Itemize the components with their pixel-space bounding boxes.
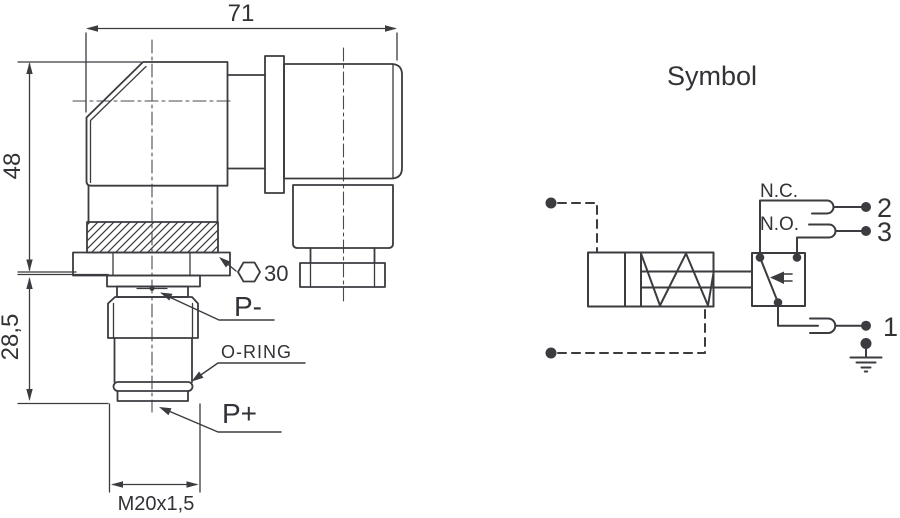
arrowhead	[219, 257, 231, 268]
flange-plate	[264, 55, 285, 194]
terminal-dot	[861, 320, 871, 331]
connector-neck	[226, 74, 266, 170]
oring-groove	[112, 381, 194, 392]
dimension-28-5: 28,5	[0, 273, 109, 405]
dimension-71: 71	[85, 0, 398, 113]
cable-gland	[292, 184, 394, 288]
cable-housing	[283, 63, 403, 180]
arrowhead	[26, 259, 33, 272]
dim-71-value: 71	[228, 0, 255, 27]
arrowhead	[86, 25, 98, 32]
common-branch: 1	[777, 301, 898, 342]
dimension-m20: M20x1,5	[108, 403, 201, 515]
arrowhead	[26, 277, 33, 289]
arrowhead	[111, 481, 123, 488]
arrowhead	[160, 292, 173, 301]
contact-dot	[792, 253, 802, 262]
ground-dot	[860, 338, 872, 349]
terminal-2-label: 2	[877, 193, 892, 223]
actuator-block	[587, 251, 753, 308]
hex-size-callout: 30	[219, 257, 288, 286]
nc-label: N.C.	[760, 181, 798, 202]
no-label: N.O.	[760, 214, 799, 235]
symbol-diagram: Symbol	[545, 61, 898, 373]
pressure-connection-dashed	[545, 197, 706, 359]
hatched-gland-nut	[86, 184, 219, 254]
terminal-1-label: 1	[883, 312, 898, 342]
no-branch: N.O. 3	[760, 214, 892, 254]
switch-box	[751, 252, 806, 307]
port-minus-text: P-	[234, 291, 262, 322]
symbol-title: Symbol	[667, 61, 757, 91]
oring-callout: O-RING	[191, 342, 306, 382]
dim-48-value: 48	[0, 153, 26, 180]
thread-section	[107, 296, 199, 339]
hex-icon	[237, 261, 261, 283]
vent-hole	[149, 286, 155, 291]
stem-tip	[112, 337, 194, 402]
port-minus-callout: P-	[160, 291, 275, 322]
dim-m20-value: M20x1,5	[118, 493, 195, 515]
port-dot	[545, 347, 557, 359]
dimension-48: 48	[0, 61, 142, 273]
oring-text: O-RING	[221, 342, 292, 362]
terminal-3-label: 3	[877, 217, 892, 247]
actuator-arrow-icon	[770, 271, 784, 284]
contact-dot	[755, 253, 765, 262]
stem-steps	[106, 274, 201, 298]
switch-lever	[759, 256, 779, 304]
port-dot	[545, 197, 557, 209]
terminal-dot	[861, 202, 871, 212]
arrowhead	[159, 407, 172, 416]
connector-cap	[85, 61, 229, 187]
spring-icon	[640, 252, 715, 307]
arrowhead	[385, 25, 397, 32]
terminal-dot	[861, 226, 871, 236]
dim-28-5-value: 28,5	[0, 314, 24, 361]
ground-icon	[849, 338, 883, 373]
hex-size-value: 30	[264, 261, 288, 286]
arrowhead	[26, 62, 33, 74]
port-plus-text: P+	[222, 398, 257, 429]
technical-drawing: 71 48 28,5 M20x1,5	[0, 0, 403, 515]
arrowhead	[186, 481, 199, 488]
arrowhead	[191, 371, 204, 382]
port-plus-callout: P+	[159, 398, 282, 433]
nc-branch: N.C. 2	[759, 181, 892, 254]
arrowhead	[26, 389, 33, 401]
